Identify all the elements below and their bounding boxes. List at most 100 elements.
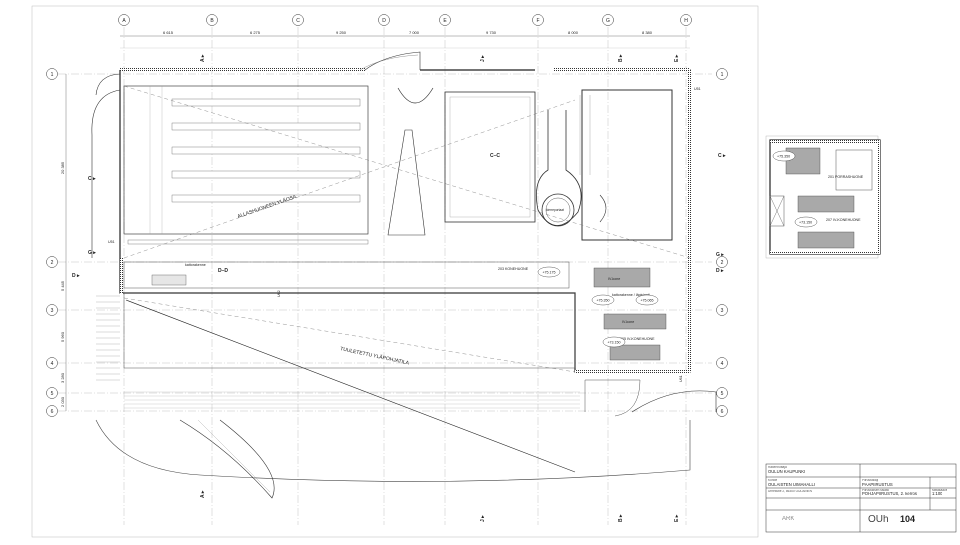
tb-address: Urheilutie 2, 86300 OULAINEN xyxy=(768,490,812,493)
level-2: +75.350 xyxy=(596,299,609,303)
grid-row-4-left: 4 xyxy=(51,361,54,367)
section-cc-label: C–C xyxy=(490,153,500,159)
grid-row-3-left: 3 xyxy=(51,308,54,314)
grid-col-e: E xyxy=(443,18,447,24)
inset-level-2: +73.150 xyxy=(799,221,812,225)
section-g-right: G ▸ xyxy=(716,252,724,258)
grid-row-6-right: 6 xyxy=(721,409,724,415)
grid-row-5-right: 5 xyxy=(721,391,724,397)
grid-col-f: F xyxy=(536,18,539,24)
grid-col-c: C xyxy=(296,18,300,24)
drawing-frame xyxy=(31,5,759,538)
grid-row-2-left: 2 xyxy=(51,260,54,266)
title-block-frame xyxy=(765,463,957,533)
inset-level-1: +75.350 xyxy=(777,155,790,159)
south-canopy xyxy=(95,419,691,482)
grid-col-d: D xyxy=(382,18,386,24)
level-4: +73.150 xyxy=(607,341,620,345)
col-dim-7: 8 380 xyxy=(642,30,653,35)
grid-col-b: B xyxy=(210,18,214,24)
grid-row-6-left: 6 xyxy=(51,409,54,415)
section-d-left: D ▸ xyxy=(72,273,80,279)
inline-label-4: IV-kone xyxy=(622,320,634,324)
col-dim-5: 9 730 xyxy=(486,30,497,35)
east-stair xyxy=(579,95,591,175)
section-b-bot: B ▸ xyxy=(618,514,624,522)
inline-label-3: IV-kone xyxy=(608,277,620,281)
tb-code: OUh xyxy=(868,515,889,525)
tb-phase: PÄÄPIIRUSTUS xyxy=(862,483,893,487)
u51-label: U51 xyxy=(694,87,701,91)
corridor-band xyxy=(123,261,570,289)
grid-row-1-right: 1 xyxy=(721,72,724,78)
tb-phase-label: Piirustuslaji xyxy=(862,479,879,482)
section-dd-label: D–D xyxy=(218,268,228,274)
inset-vk-label: 207 IV-KONEHUONE xyxy=(826,218,861,222)
wall-hatching xyxy=(120,68,691,373)
col-dim-1: 6 615 xyxy=(163,30,174,35)
grid-col-g: G xyxy=(606,18,610,24)
row-dim-1: 20 385 xyxy=(60,161,65,174)
grid-row-2-right: 2 xyxy=(721,260,724,266)
section-g-left: G ▸ xyxy=(88,250,96,256)
section-a-bot: A ▸ xyxy=(200,490,206,498)
pool-lanes xyxy=(171,98,361,203)
section-a-top: A ▸ xyxy=(200,54,206,62)
tb-scale: 1:100 xyxy=(932,492,943,496)
inset-plan xyxy=(765,135,881,259)
slide xyxy=(387,129,426,236)
machine-room-label: 203 KONEHUONE xyxy=(498,267,529,271)
section-b-top: B ▸ xyxy=(618,54,624,62)
tb-office-logo: ARK xyxy=(782,516,795,522)
ramp-hatch xyxy=(124,391,580,409)
section-c-right: C ▸ xyxy=(718,153,726,159)
tb-plan: POHJAPIIRUSTUS, 2. kerros xyxy=(862,492,917,496)
grid-row-1-left: 1 xyxy=(51,72,54,78)
grid-row-4-right: 4 xyxy=(721,361,724,367)
level-3: +75.065 xyxy=(640,299,653,303)
section-j-top: J ▸ xyxy=(480,55,486,62)
spiral-stair xyxy=(535,110,582,227)
lower-stair-hatch xyxy=(96,295,120,381)
row-dim-5: 2 030 xyxy=(60,396,65,407)
ventilated-space-label: TUULETETTU YLÄPOHJATILA xyxy=(340,345,411,367)
tb-client-label: Rakennuttaja xyxy=(768,466,787,469)
section-j-bot: J ▸ xyxy=(480,515,486,522)
row-dim-3: 5 960 xyxy=(60,331,65,342)
row-dim-2: 5 445 xyxy=(60,280,65,291)
section-e-bot: E ▸ xyxy=(674,514,680,522)
section-d-right: D ▸ xyxy=(716,268,724,274)
tb-scale-label: Mittakaava xyxy=(932,489,948,492)
row-bubbles xyxy=(46,68,728,417)
level-markers xyxy=(537,266,659,348)
col-dim-2: 6 275 xyxy=(250,30,261,35)
lower-hall xyxy=(123,292,576,369)
grid-row-5-left: 5 xyxy=(51,391,54,397)
section-e-top: E ▸ xyxy=(674,54,680,62)
grid-col-h: H xyxy=(684,18,688,24)
row-dim-4: 3 280 xyxy=(60,372,65,383)
west-curve xyxy=(91,89,121,258)
diagonal-reference-lines xyxy=(123,85,691,373)
tb-plan-label: Piirustuksen sisältö xyxy=(862,489,890,492)
machine-room-2-label: 205 IV-KONEHUONE xyxy=(620,337,655,341)
inline-label-2: kattorakenne / läpivienti xyxy=(612,293,650,297)
inset-stair-label: 201 PORRASHUONE xyxy=(828,175,864,179)
section-c-left: C ▸ xyxy=(88,176,96,182)
east-room xyxy=(581,89,673,241)
inline-label-1: kattorakenne xyxy=(185,263,206,267)
tb-project-label: Kohde xyxy=(768,479,778,482)
col-dim-4: 7 000 xyxy=(409,30,420,35)
level-1: +75.175 xyxy=(542,271,555,275)
u51b-label: U51 xyxy=(108,240,115,244)
u62-label: U62 xyxy=(277,290,281,297)
u61-label: U61 xyxy=(679,375,683,382)
grid-row-3-right: 3 xyxy=(721,308,724,314)
col-dim-6: 8 000 xyxy=(568,30,579,35)
column-bubbles xyxy=(118,14,692,26)
center-room xyxy=(444,91,536,223)
col-dim-3: 9 250 xyxy=(336,30,347,35)
spiral-stair-label: kierreportaat xyxy=(546,208,564,212)
tb-number: 104 xyxy=(900,515,916,524)
